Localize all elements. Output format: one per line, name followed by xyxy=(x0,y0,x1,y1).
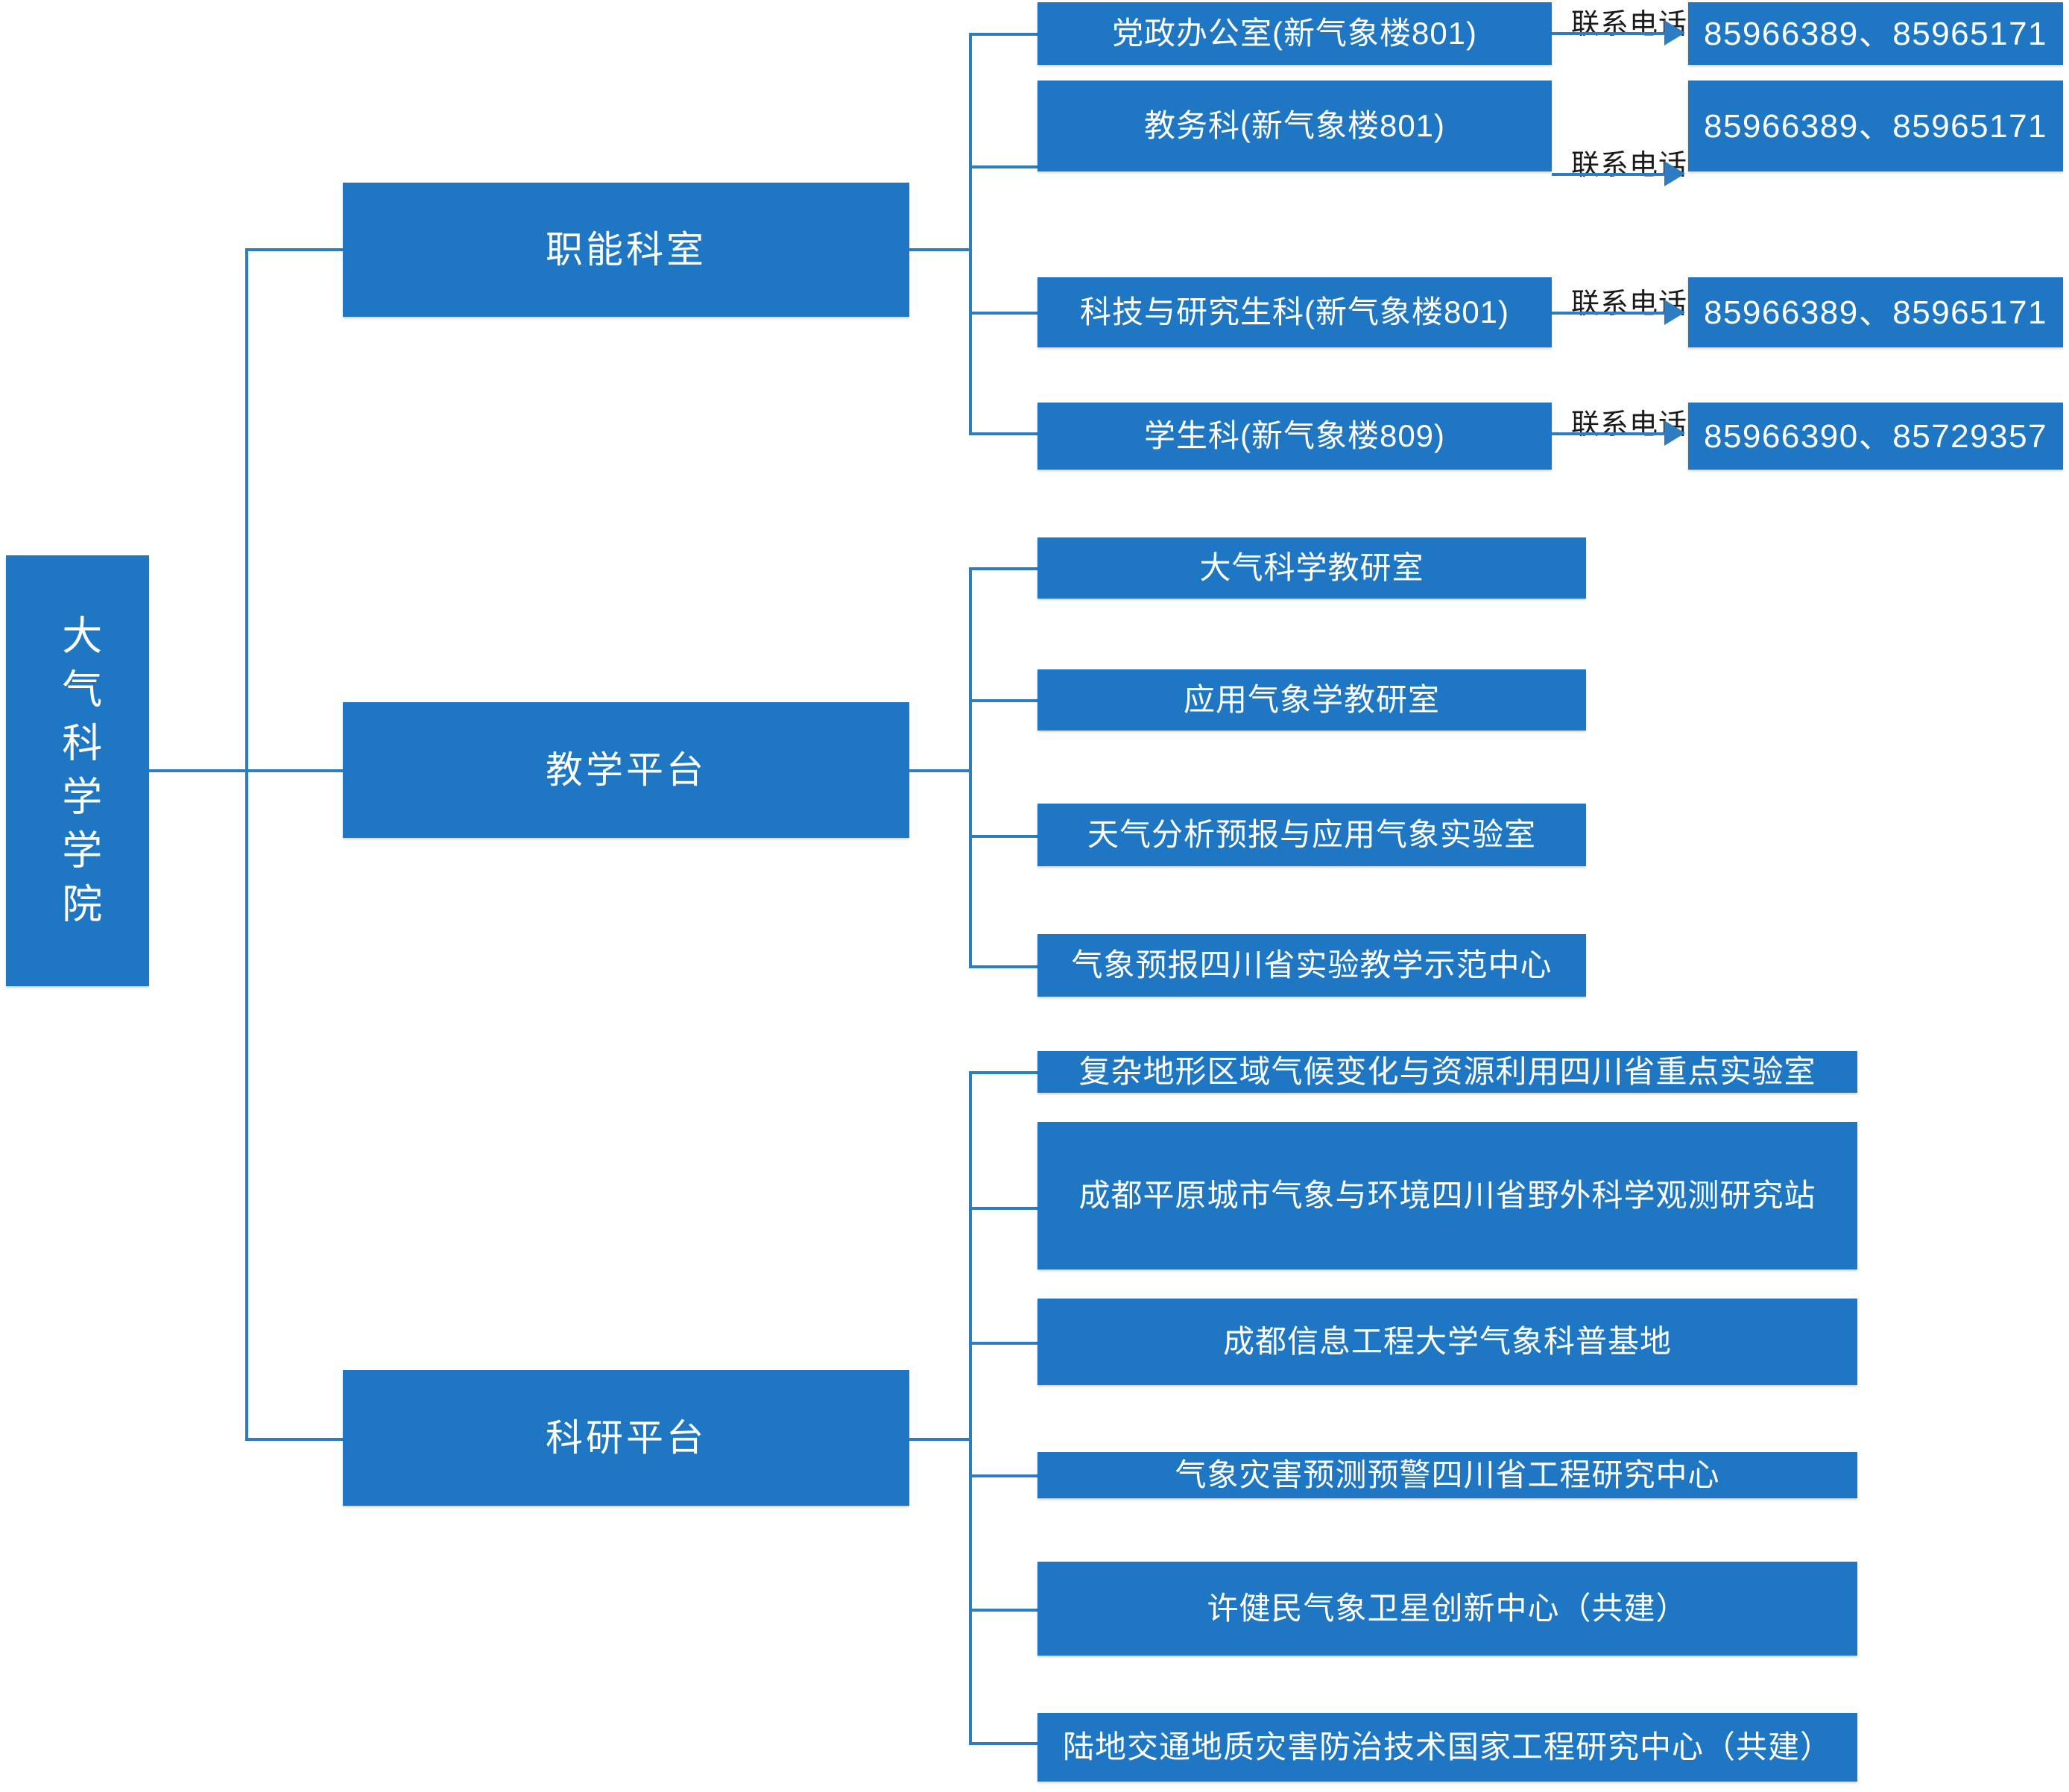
node-phone-academic-affairs[interactable]: 85966389、85965171 xyxy=(1688,81,2063,171)
connector-branch-3-child-1 xyxy=(969,1071,1040,1074)
connector-branch-1-out xyxy=(909,248,972,251)
connector-root-stem xyxy=(149,769,247,772)
connector-phone-arrow-2 xyxy=(1552,173,1667,176)
connector-phone-arrow-1 xyxy=(1552,32,1667,35)
connector-phone-arrow-3 xyxy=(1552,312,1667,315)
connector-branch-1-child-4 xyxy=(969,432,1040,435)
node-research-key-lab-terrain-climate[interactable]: 复杂地形区域气候变化与资源利用四川省重点实验室 xyxy=(1037,1051,1857,1093)
connector-branch-2-child-3 xyxy=(969,835,1040,838)
connector-trunk-to-branch-1 xyxy=(245,248,343,251)
connector-branch-2-child-2 xyxy=(969,699,1040,702)
arrow-head-phone-3 xyxy=(1664,300,1685,325)
node-office-academic-affairs[interactable]: 教务科(新气象楼801) xyxy=(1037,81,1552,171)
node-teaching-weather-analysis-lab[interactable]: 天气分析预报与应用气象实验室 xyxy=(1037,804,1586,866)
connector-branch-2-child-1 xyxy=(969,567,1040,570)
node-phone-party-admin[interactable]: 85966389、85965171 xyxy=(1688,2,2063,65)
node-branch-teaching-platform[interactable]: 教学平台 xyxy=(343,702,909,838)
node-office-party-admin[interactable]: 党政办公室(新气象楼801) xyxy=(1037,2,1552,65)
connector-branch-3-child-5 xyxy=(969,1609,1040,1612)
node-research-meteorology-science-base[interactable]: 成都信息工程大学气象科普基地 xyxy=(1037,1299,1857,1385)
connector-trunk-vertical xyxy=(245,248,248,1441)
connector-branch-2-out xyxy=(909,769,972,772)
connector-branch-3-child-6 xyxy=(969,1742,1040,1745)
arrow-head-phone-4 xyxy=(1664,420,1685,446)
connector-branch-1-child-2 xyxy=(969,165,1040,168)
node-teaching-applied-meteorology[interactable]: 应用气象学教研室 xyxy=(1037,669,1586,731)
node-research-field-observation-station[interactable]: 成都平原城市气象与环境四川省野外科学观测研究站 xyxy=(1037,1122,1857,1269)
node-branch-functional-departments[interactable]: 职能科室 xyxy=(343,183,909,317)
connector-branch-1-child-3 xyxy=(969,312,1040,315)
node-research-geohazard-engineering-center[interactable]: 陆地交通地质灾害防治技术国家工程研究中心（共建） xyxy=(1037,1713,1857,1782)
arrow-head-phone-1 xyxy=(1664,20,1685,45)
node-office-science-graduate[interactable]: 科技与研究生科(新气象楼801) xyxy=(1037,277,1552,347)
node-research-disaster-warning-center[interactable]: 气象灾害预测预警四川省工程研究中心 xyxy=(1037,1452,1857,1498)
connector-trunk-to-branch-2 xyxy=(245,769,343,772)
node-research-satellite-innovation-center[interactable]: 许健民气象卫星创新中心（共建） xyxy=(1037,1562,1857,1656)
connector-branch-3-out xyxy=(909,1438,972,1441)
node-teaching-demo-center[interactable]: 气象预报四川省实验教学示范中心 xyxy=(1037,934,1586,997)
node-phone-student-affairs[interactable]: 85966390、85729357 xyxy=(1688,403,2063,470)
connector-branch-1-child-1 xyxy=(969,33,1040,36)
connector-branch-1-distributor xyxy=(969,33,972,435)
connector-branch-3-child-3 xyxy=(969,1342,1040,1345)
node-teaching-atmospheric-science[interactable]: 大气科学教研室 xyxy=(1037,537,1586,599)
arrow-head-phone-2 xyxy=(1664,161,1685,186)
connector-branch-2-distributor xyxy=(969,567,972,965)
connector-phone-arrow-4 xyxy=(1552,432,1667,435)
node-root-college[interactable]: 大气科学学院 xyxy=(6,555,149,986)
node-branch-research-platform[interactable]: 科研平台 xyxy=(343,1370,909,1506)
node-office-student-affairs[interactable]: 学生科(新气象楼809) xyxy=(1037,403,1552,470)
connector-branch-3-child-2 xyxy=(969,1207,1040,1210)
connector-branch-2-child-4 xyxy=(969,965,1040,968)
node-phone-science-graduate[interactable]: 85966389、85965171 xyxy=(1688,277,2063,347)
connector-trunk-to-branch-3 xyxy=(245,1438,343,1441)
connector-branch-3-distributor xyxy=(969,1071,972,1744)
connector-branch-3-child-4 xyxy=(969,1474,1040,1477)
